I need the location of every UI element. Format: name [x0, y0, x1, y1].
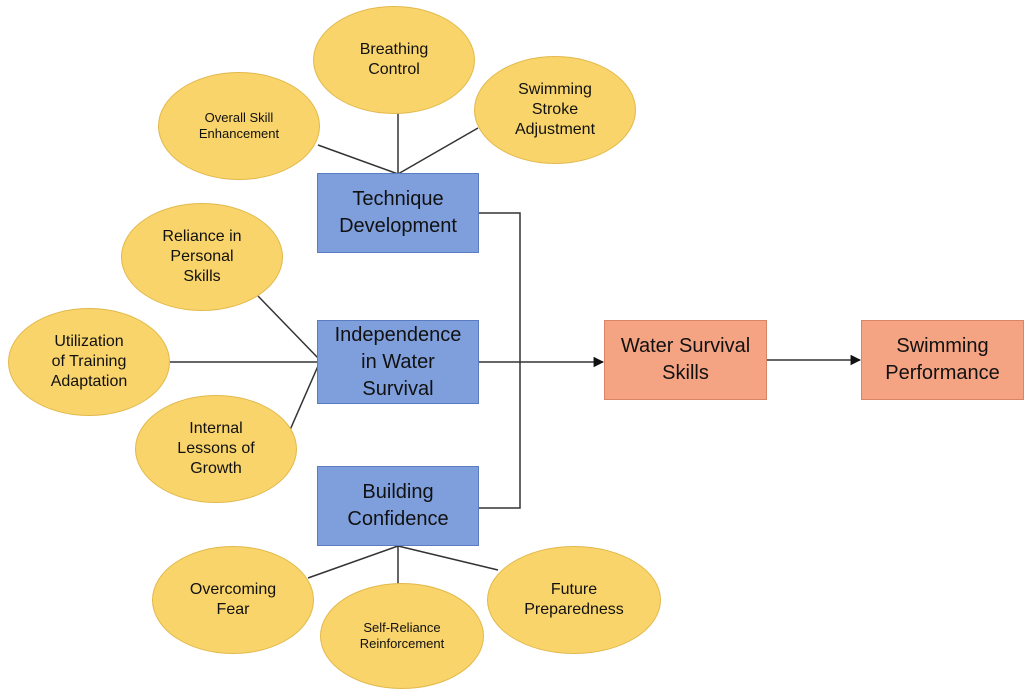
node-future-preparedness: Future Preparedness [487, 546, 661, 654]
node-water-survival-skills: Water Survival Skills [604, 320, 767, 400]
node-independence-water-survival-label: Independence in Water Survival [334, 323, 462, 400]
node-swimming-stroke-adjustment: Swimming Stroke Adjustment [474, 56, 636, 164]
node-reliance-personal-skills-label: Reliance in Personal Skills [162, 228, 242, 285]
node-breathing-control: Breathing Control [313, 6, 475, 114]
node-self-reliance-reinforcement: Self-Reliance Reinforcement [320, 583, 484, 689]
node-utilization-training-adaptation-label: Utilization of Training Adaptation [50, 333, 128, 390]
node-building-confidence: Building Confidence [317, 466, 479, 546]
node-overcoming-fear-label: Overcoming Fear [189, 581, 277, 618]
connector-reliance-independence [257, 295, 319, 359]
node-breathing-control-label: Breathing Control [359, 41, 429, 78]
connector-stroke-technique [397, 127, 479, 175]
node-independence-water-survival: Independence in Water Survival [317, 320, 479, 404]
node-internal-lessons-growth: Internal Lessons of Growth [135, 395, 297, 503]
node-future-preparedness-label: Future Preparedness [524, 581, 624, 618]
node-swimming-performance: Swimming Performance [861, 320, 1024, 400]
node-swimming-stroke-adjustment-label: Swimming Stroke Adjustment [514, 81, 596, 138]
node-technique-development-label: Technique Development [339, 188, 457, 237]
node-overall-skill-enhancement-label: Overall Skill Enhancement [198, 109, 280, 141]
connector-confidence-bracket [478, 362, 521, 509]
connector-internal-independence [289, 365, 319, 431]
connector-overall-technique [317, 144, 399, 175]
connector-technique-bracket [478, 212, 521, 362]
node-internal-lessons-growth-label: Internal Lessons of Growth [177, 420, 255, 477]
connector-confidence-fear [307, 545, 399, 579]
node-overall-skill-enhancement: Overall Skill Enhancement [158, 72, 320, 180]
node-overcoming-fear: Overcoming Fear [152, 546, 314, 654]
connector-confidence-future [397, 545, 499, 571]
node-building-confidence-label: Building Confidence [347, 481, 449, 530]
node-water-survival-skills-label: Water Survival Skills [620, 335, 751, 384]
node-self-reliance-reinforcement-label: Self-Reliance Reinforcement [359, 619, 445, 651]
node-swimming-performance-label: Swimming Performance [885, 335, 1000, 384]
node-utilization-training-adaptation: Utilization of Training Adaptation [8, 308, 170, 416]
node-reliance-personal-skills: Reliance in Personal Skills [121, 203, 283, 311]
node-technique-development: Technique Development [317, 173, 479, 253]
